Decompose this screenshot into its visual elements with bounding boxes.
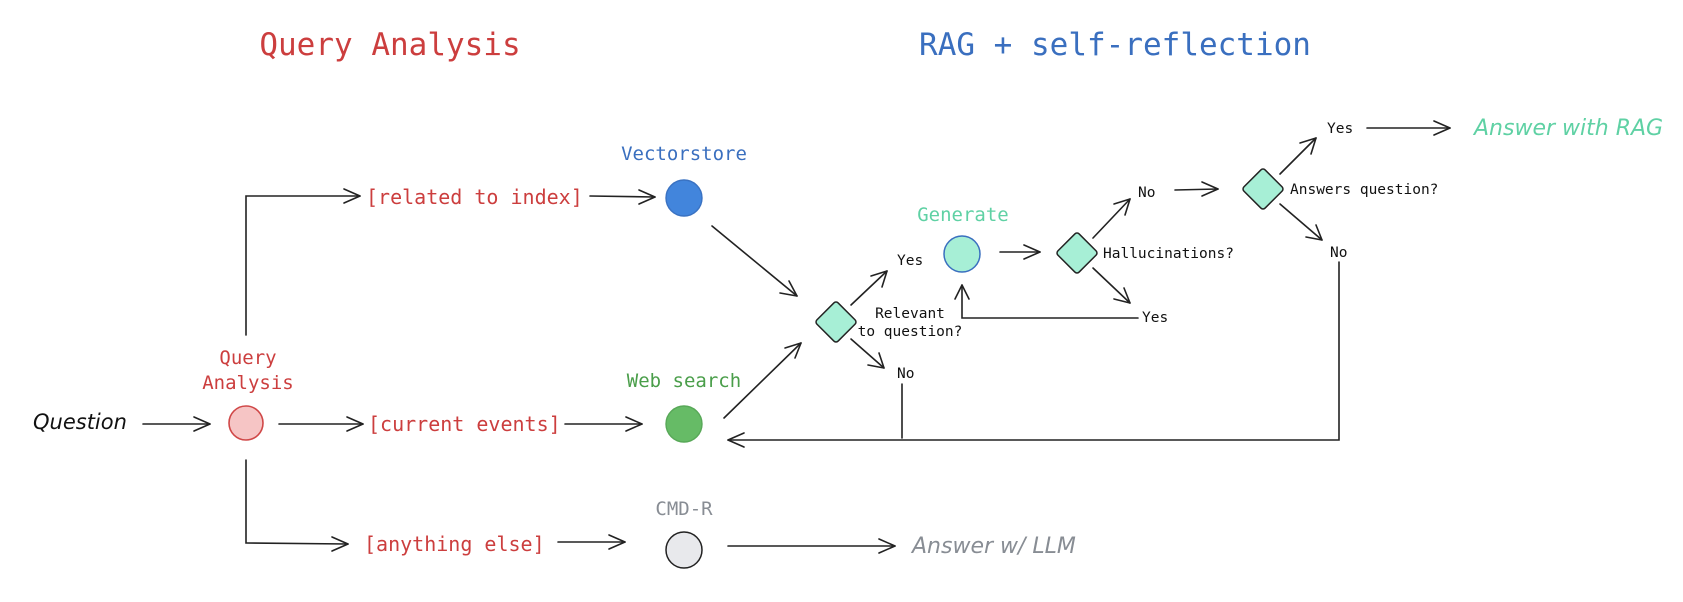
arrowhead (331, 536, 349, 552)
halluc-no-label: No (1138, 185, 1155, 201)
edge-halluc-yes (1092, 267, 1131, 304)
arrowhead (1113, 198, 1131, 216)
edge-relevant-yes (850, 270, 888, 306)
arrowhead (608, 534, 626, 550)
arrowhead (878, 538, 896, 554)
edge-qa-to-related (245, 195, 361, 336)
arrow-related-to-vectorstore (589, 195, 656, 198)
relevant-question-line1: Relevant (875, 306, 945, 322)
arrowhead (779, 280, 798, 297)
edge-websearch-to-relevant (723, 342, 802, 419)
query-analysis-node[interactable] (228, 405, 264, 441)
web-search-node[interactable] (665, 405, 703, 443)
relevant-question-line2: to question? (858, 324, 963, 340)
generate-label: Generate (917, 204, 1009, 226)
answer-with-llm: Answer w/ LLM (910, 534, 1076, 559)
query-analysis-node-label-line1: Query (219, 347, 276, 369)
arrowhead (346, 416, 364, 432)
arrowhead (870, 270, 888, 288)
edge-qa-to-anything (245, 459, 349, 545)
web-search-label: Web search (627, 370, 741, 392)
arrowhead (1023, 244, 1041, 260)
edge-halluc-no (1092, 198, 1131, 239)
generate-node[interactable] (943, 235, 981, 273)
query-analysis-node-label-line2: Analysis (202, 372, 294, 394)
arrowhead (1201, 181, 1219, 197)
arrowhead (867, 352, 885, 369)
vectorstore-node[interactable] (665, 179, 703, 217)
arrowhead (954, 284, 970, 300)
relevant-decision-diamond[interactable] (815, 301, 857, 343)
arrowhead (1305, 224, 1323, 241)
route-related-to-index: [related to index] (366, 185, 583, 209)
arrowhead (727, 432, 745, 448)
cmd-r-node[interactable] (665, 531, 703, 569)
edge-relevant-no (850, 338, 885, 369)
halluc-yes-label: Yes (1142, 310, 1168, 326)
arrowhead (343, 188, 361, 204)
answer-with-rag: Answer with RAG (1472, 116, 1663, 141)
title-query-analysis: Query Analysis (259, 27, 520, 63)
arrowhead (1299, 137, 1317, 155)
answers-no-label: No (1330, 245, 1347, 261)
edge-answers-no (1279, 203, 1323, 241)
arrowhead (193, 416, 211, 432)
edge-vectorstore-to-relevant (711, 225, 798, 297)
relevant-no-label: No (897, 366, 914, 382)
edge-halluc-yes-loop (961, 284, 1139, 319)
vectorstore-label: Vectorstore (621, 143, 747, 165)
relevant-yes-label: Yes (897, 253, 923, 269)
hallucinations-label: Hallucinations? (1103, 246, 1234, 262)
arrowhead (784, 342, 802, 359)
edge-no-to-answers (1174, 188, 1219, 191)
question-label: Question (33, 410, 127, 434)
route-anything-else: [anything else] (364, 532, 545, 556)
hallucinations-decision-diamond[interactable] (1056, 232, 1098, 274)
arrowhead (1113, 287, 1131, 304)
arrowhead (1433, 120, 1451, 136)
answers-question-label: Answers question? (1290, 182, 1438, 198)
arrowhead (638, 189, 656, 205)
cmd-r-label: CMD-R (655, 498, 713, 520)
edge-answers-no-loop (727, 261, 1340, 441)
route-current-events: [current events] (368, 412, 561, 436)
title-rag-self-reflection: RAG + self-reflection (919, 27, 1311, 63)
answers-yes-label: Yes (1327, 121, 1353, 137)
answers-question-decision-diamond[interactable] (1242, 168, 1284, 210)
arrowhead (625, 416, 643, 432)
edge-answers-yes (1279, 137, 1317, 175)
